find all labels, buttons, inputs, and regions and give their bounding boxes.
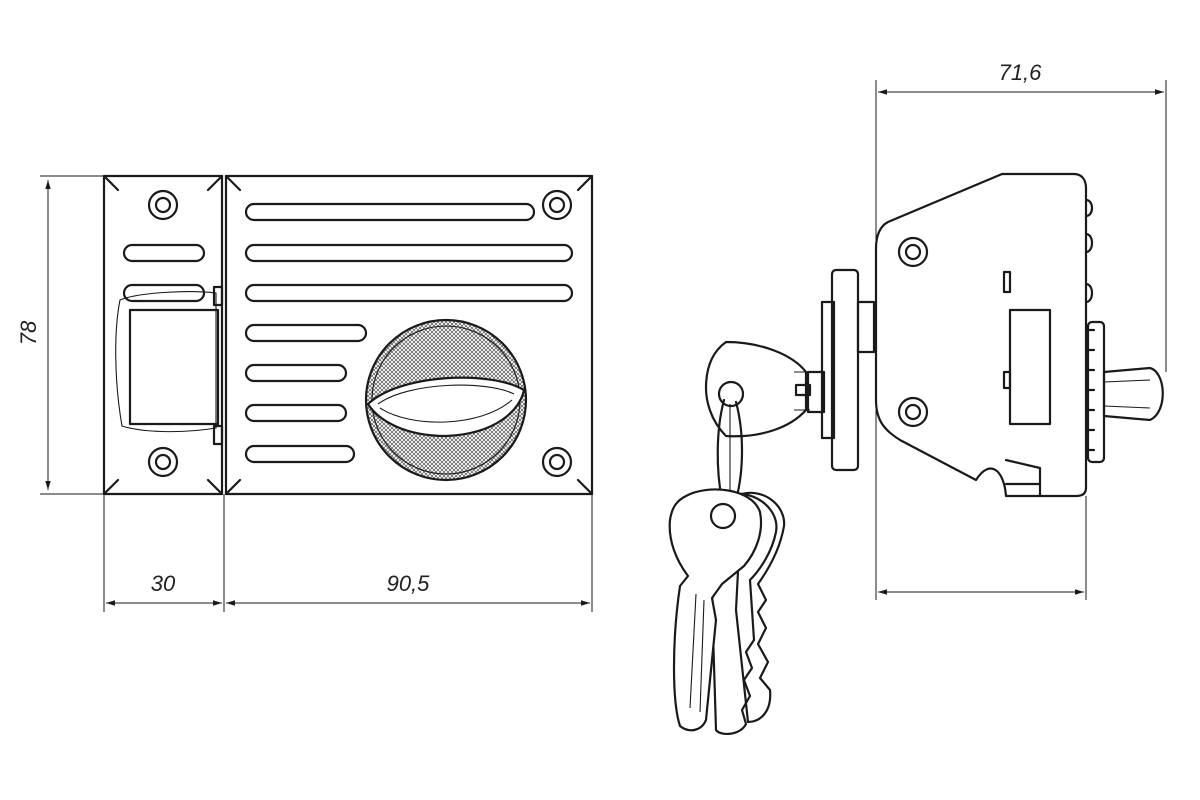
- dimension-widths: 30 90,5: [103, 494, 593, 612]
- dimension-label-depth: 71,6: [999, 60, 1043, 85]
- lock-case-side: [874, 172, 1094, 498]
- dimension-label-body-width: 90,5: [387, 571, 431, 596]
- dimension-height: 78: [16, 175, 104, 495]
- side-view: 71,6: [668, 60, 1167, 736]
- strike-plate: [102, 174, 224, 496]
- key-back-middle: [710, 492, 778, 736]
- front-view: 78 30 90,5: [16, 174, 594, 612]
- cylinder-rose: [794, 268, 876, 472]
- screw-hole-side-top: [897, 236, 929, 268]
- screw-hole-strike-top: [147, 189, 179, 221]
- key-bunch: [668, 340, 810, 736]
- screw-hole-side-bottom: [897, 396, 929, 428]
- dimension-label-strike-width: 30: [151, 571, 176, 596]
- inner-thumb-turn: [1086, 320, 1164, 464]
- thumb-turn-knob: [364, 318, 528, 482]
- lock-body: [224, 174, 594, 496]
- key-front: [668, 488, 763, 732]
- key-in-cylinder: [704, 340, 810, 438]
- bolt-opening: [115, 285, 224, 446]
- dimension-label-height: 78: [16, 320, 41, 345]
- ventilation-slots: [244, 202, 574, 464]
- screw-hole-strike-bottom: [147, 446, 179, 478]
- screw-hole-body-bottom-right: [541, 446, 573, 478]
- dimension-depth: 71,6: [875, 60, 1167, 600]
- key-back-right: [734, 491, 786, 724]
- screw-hole-body-top-right: [541, 189, 573, 221]
